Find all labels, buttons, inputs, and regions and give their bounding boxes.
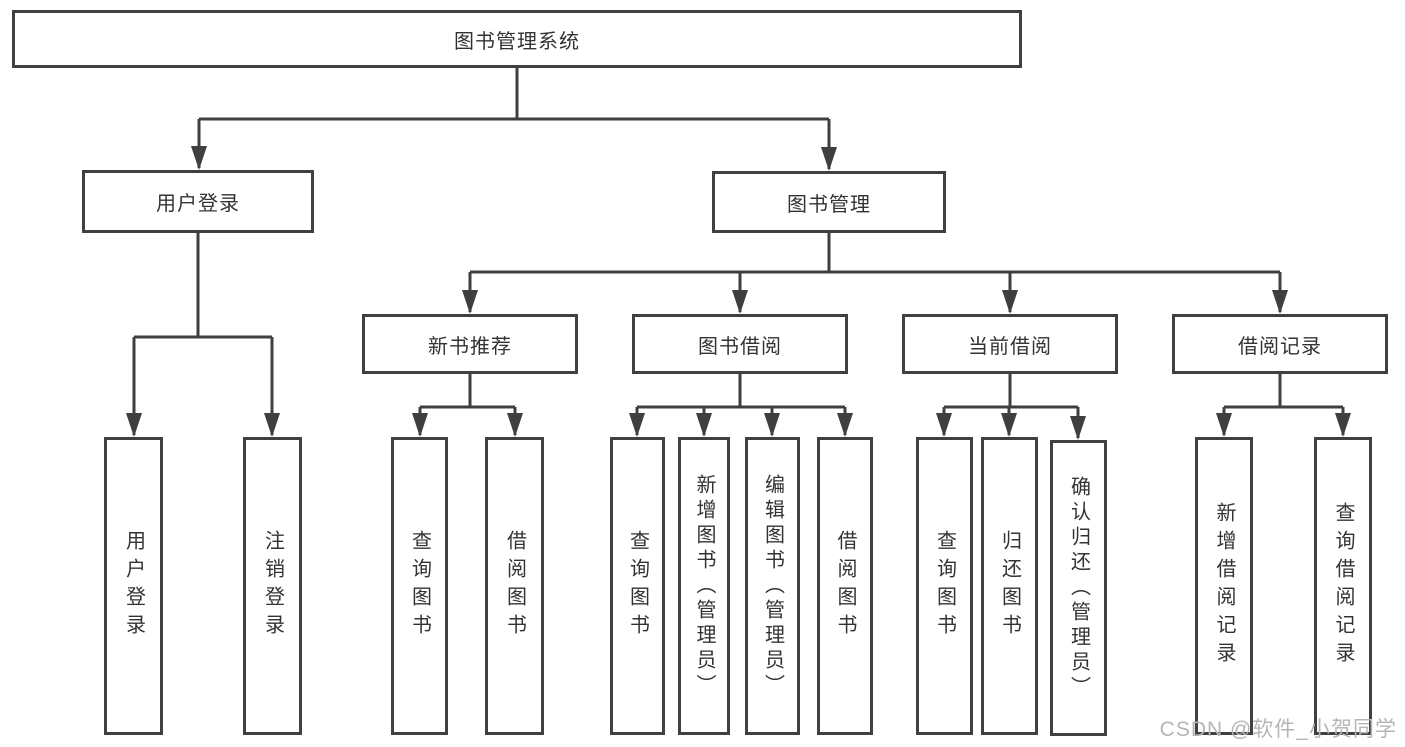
leaf-add-borrow-record: 新增借阅记录 — [1195, 437, 1253, 735]
leaf-return-books: 归还图书 — [981, 437, 1038, 735]
leaf-logout: 注销登录 — [243, 437, 302, 735]
leaf-borrow-books-recommend: 借阅图书 — [485, 437, 544, 735]
arrowhead-down-icon — [1070, 416, 1086, 440]
arrowhead-down-icon — [1001, 413, 1017, 437]
leaf-user-login-label: 用户登录 — [122, 530, 145, 642]
connector-new-book-recommend-to-leaves — [412, 374, 523, 437]
node-current-borrow-label: 当前借阅 — [968, 335, 1052, 358]
leaf-add-books-admin-label: 新增图书（管理员） — [693, 473, 715, 699]
leaf-add-books-admin: 新增图书（管理员） — [678, 437, 730, 735]
leaf-add-borrow-record-label: 新增借阅记录 — [1213, 502, 1235, 670]
leaf-logout-label: 注销登录 — [261, 530, 284, 642]
node-root: 图书管理系统 — [12, 10, 1022, 68]
connector-borrow-records-to-leaves — [1216, 374, 1351, 437]
leaf-confirm-return-admin-label: 确认归还（管理员） — [1067, 475, 1090, 701]
node-current-borrow: 当前借阅 — [902, 314, 1118, 374]
node-new-book-recommend-label: 新书推荐 — [428, 335, 512, 358]
leaf-query-books-current-label: 查询图书 — [933, 530, 956, 642]
leaf-edit-books-admin-label: 编辑图书（管理员） — [761, 473, 784, 699]
arrowhead-down-icon — [821, 147, 837, 171]
node-root-label: 图书管理系统 — [454, 30, 580, 53]
node-new-book-recommend: 新书推荐 — [362, 314, 578, 374]
arrowhead-down-icon — [264, 413, 280, 437]
leaf-borrow-books-borrow-label: 借阅图书 — [834, 530, 856, 642]
leaf-query-books-current: 查询图书 — [916, 437, 973, 735]
arrowhead-down-icon — [1272, 290, 1288, 314]
leaf-query-books-borrow-label: 查询图书 — [626, 530, 649, 642]
connector-user-login-to-leaves — [126, 233, 280, 437]
arrowhead-down-icon — [696, 413, 712, 437]
arrowhead-down-icon — [764, 413, 780, 437]
leaf-query-books-recommend-label: 查询图书 — [408, 530, 431, 642]
node-user-login: 用户登录 — [82, 170, 314, 233]
arrowhead-down-icon — [1335, 413, 1351, 437]
arrowhead-down-icon — [507, 413, 523, 437]
watermark: CSDN @软件_小贺同学 — [1159, 718, 1397, 741]
connector-book-borrow-to-leaves — [629, 374, 853, 437]
connector-current-borrow-to-leaves — [936, 374, 1086, 440]
arrowhead-down-icon — [1216, 413, 1232, 437]
arrowhead-down-icon — [462, 290, 478, 314]
leaf-query-borrow-record: 查询借阅记录 — [1314, 437, 1372, 735]
node-borrow-records-label: 借阅记录 — [1238, 335, 1322, 358]
node-book-borrow: 图书借阅 — [632, 314, 848, 374]
node-user-login-label: 用户登录 — [156, 193, 240, 215]
leaf-query-borrow-record-label: 查询借阅记录 — [1332, 502, 1354, 670]
leaf-borrow-books-recommend-label: 借阅图书 — [503, 530, 526, 642]
node-book-management-label: 图书管理 — [787, 193, 871, 216]
arrowhead-down-icon — [936, 413, 952, 437]
leaf-return-books-label: 归还图书 — [998, 530, 1021, 642]
node-borrow-records: 借阅记录 — [1172, 314, 1388, 374]
arrowhead-down-icon — [191, 146, 207, 170]
arrowhead-down-icon — [412, 413, 428, 437]
connector-book-management-to-level2 — [462, 233, 1288, 314]
node-book-borrow-label: 图书借阅 — [698, 335, 782, 358]
leaf-confirm-return-admin: 确认归还（管理员） — [1050, 440, 1107, 736]
leaf-user-login: 用户登录 — [104, 437, 163, 735]
arrowhead-down-icon — [1002, 290, 1018, 314]
arrowhead-down-icon — [126, 413, 142, 437]
leaf-query-books-borrow: 查询图书 — [610, 437, 665, 735]
leaf-borrow-books-borrow: 借阅图书 — [817, 437, 873, 735]
arrowhead-down-icon — [629, 413, 645, 437]
leaf-query-books-recommend: 查询图书 — [391, 437, 448, 735]
arrowhead-down-icon — [837, 413, 853, 437]
node-book-management: 图书管理 — [712, 171, 946, 233]
connector-root-to-level1 — [191, 68, 837, 171]
leaf-edit-books-admin: 编辑图书（管理员） — [745, 437, 800, 735]
arrowhead-down-icon — [732, 290, 748, 314]
